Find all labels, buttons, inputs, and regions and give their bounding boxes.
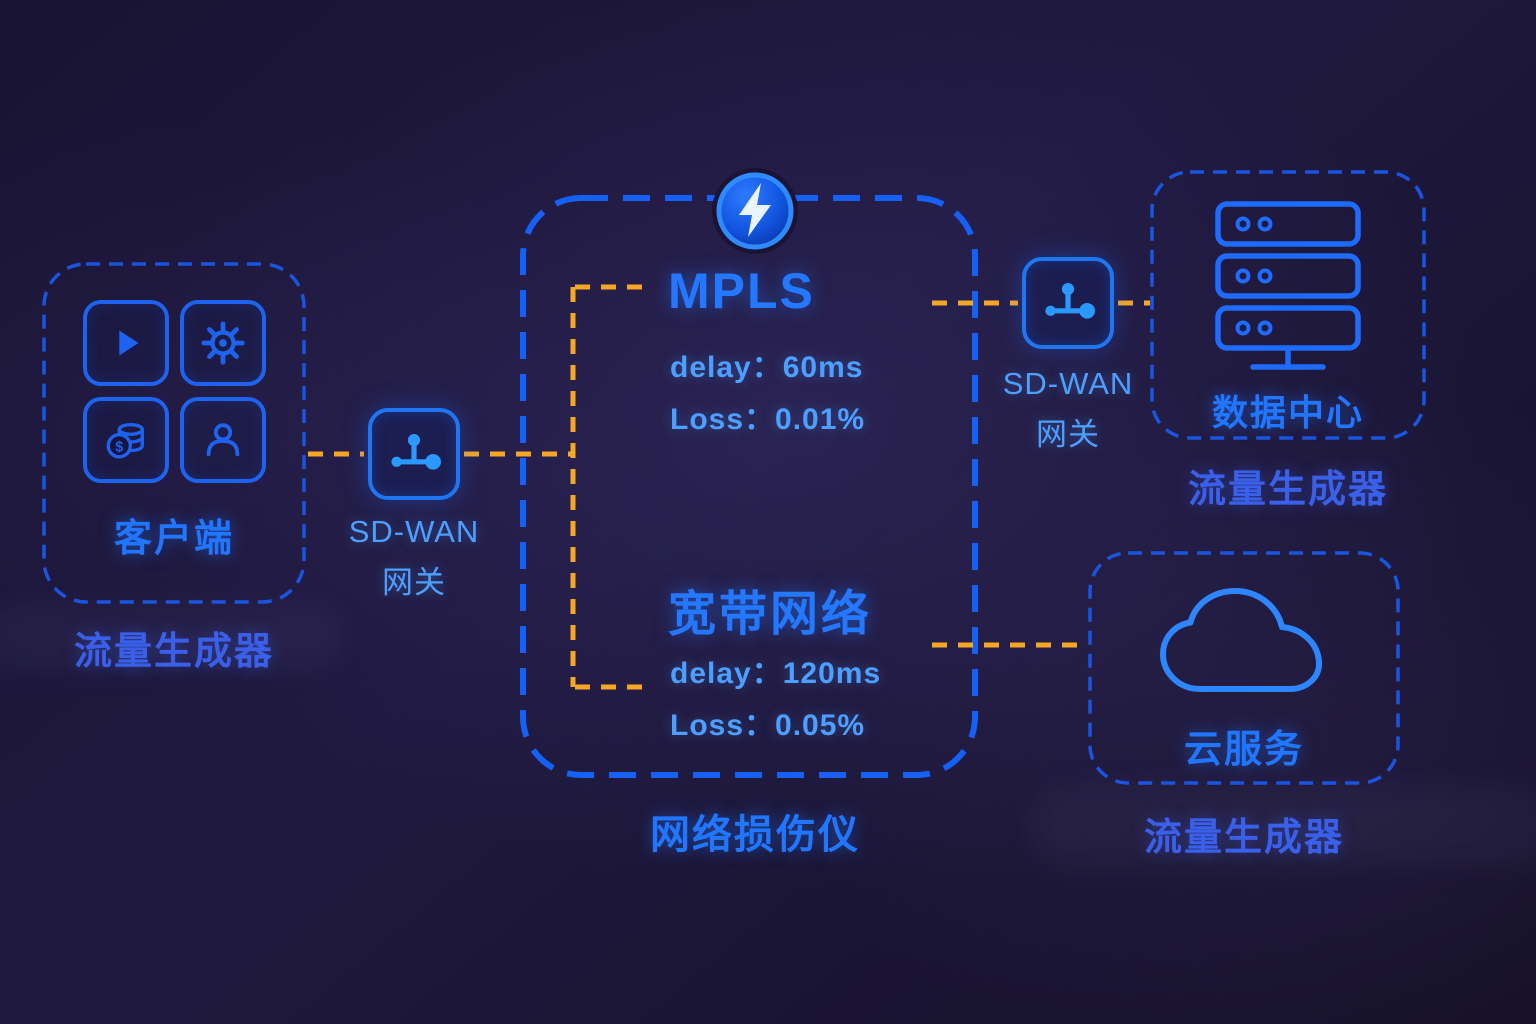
cloud-caption: 流量生成器 bbox=[1143, 817, 1344, 859]
user-icon bbox=[206, 423, 239, 457]
datacenter-caption: 流量生成器 bbox=[1187, 469, 1388, 511]
client-tile-gear bbox=[179, 300, 266, 386]
sdwan-gateway-right bbox=[1022, 257, 1114, 349]
network-node-icon bbox=[391, 434, 441, 470]
gateway-left-sub: 网关 bbox=[382, 565, 446, 600]
sdwan-gateway-left bbox=[368, 408, 460, 500]
mpls-loss: Loss：0.01% bbox=[670, 403, 866, 436]
client-tile-play bbox=[82, 300, 169, 386]
gear-icon bbox=[200, 321, 245, 365]
glow-band-right bbox=[1030, 786, 1536, 866]
client-title: 客户端 bbox=[113, 518, 234, 560]
mpls-title: MPLS bbox=[668, 263, 815, 319]
client-tile-coins: $ bbox=[82, 397, 169, 483]
cloud-title: 云服务 bbox=[1183, 729, 1304, 771]
impairment-caption: 网络损伤仪 bbox=[650, 813, 860, 857]
server-rack-icon bbox=[1215, 201, 1361, 370]
glow-band-left bbox=[0, 604, 342, 670]
gateway-right-sub: 网关 bbox=[1036, 417, 1100, 452]
lightning-icon bbox=[712, 168, 798, 254]
cloud-icon bbox=[1160, 588, 1322, 692]
client-icon-grid: $ bbox=[82, 300, 266, 483]
client-box: $ 客户端 bbox=[44, 264, 304, 602]
broadband-loss: Loss：0.05% bbox=[670, 709, 866, 742]
gateway-right-name: SD-WAN bbox=[1002, 366, 1134, 401]
cloud-box: 云服务 bbox=[1090, 553, 1398, 783]
svg-text:$: $ bbox=[115, 440, 123, 456]
broadband-title: 宽带网络 bbox=[668, 588, 873, 641]
client-caption: 流量生成器 bbox=[73, 631, 274, 673]
impairment-badge bbox=[711, 167, 799, 255]
network-node-icon bbox=[1045, 283, 1095, 319]
gateway-left-name: SD-WAN bbox=[348, 514, 480, 549]
broadband-delay: delay：120ms bbox=[670, 657, 882, 690]
play-icon bbox=[118, 330, 138, 356]
client-tile-user bbox=[179, 397, 266, 483]
coins-icon: $ bbox=[106, 422, 144, 459]
datacenter-title: 数据中心 bbox=[1211, 392, 1364, 433]
datacenter-box: 数据中心 bbox=[1152, 172, 1424, 438]
mpls-delay: delay：60ms bbox=[670, 351, 864, 384]
